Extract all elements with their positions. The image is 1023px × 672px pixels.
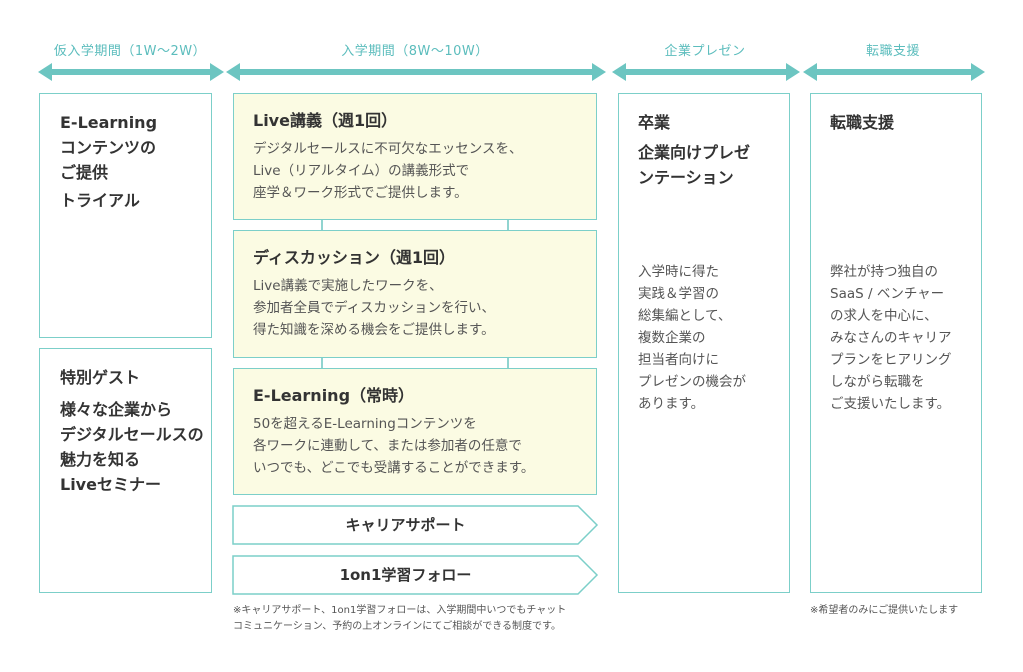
elearning-desc: 50を超えるE-Learningコンテンツを 各ワークに連動して、または参加者の… [253, 416, 535, 476]
trial-elearning-title: E-Learning コンテンツの ご提供 [60, 113, 158, 182]
phase-label-enrollment: 入学期間（8W〜10W） [341, 44, 489, 59]
career-change-title: 転職支援 [830, 113, 895, 132]
live-lecture-desc: デジタルセールスに不可欠なエッセンスを、 Live（リアルタイム）の講義形式で … [253, 141, 523, 201]
career-change-box: 転職支援 弊社が持つ独自の SaaS / ベンチャー の求人を中心に、 みなさん… [810, 93, 982, 593]
phase-label-trial: 仮入学期間（1W〜2W） [53, 44, 207, 59]
trial-elearning-subtitle: トライアル [60, 191, 140, 210]
presentation-title: 企業向けプレゼ ンテーション [638, 143, 751, 187]
timeline-arrow-presentation [612, 63, 800, 81]
trial-elearning-box: E-Learning コンテンツの ご提供 トライアル [39, 93, 212, 338]
phase-label-career: 転職支援 [865, 44, 920, 59]
support-note: ※キャリアサポート、1on1学習フォローは、入学期間中いつでもチャット コミュニ… [233, 605, 567, 632]
timeline-arrow-enrollment [226, 63, 606, 81]
discussion-title: ディスカッション（週1回） [253, 248, 456, 267]
elearning-title: E-Learning（常時） [253, 386, 415, 405]
career-support-label: キャリアサポート [345, 516, 466, 534]
elearning-box: E-Learning（常時） 50を超えるE-Learningコンテンツを 各ワ… [233, 368, 597, 495]
career-change-desc: 弊社が持つ独自の SaaS / ベンチャー の求人を中心に、 みなさんのキャリア… [830, 264, 952, 412]
phase-label-presentation: 企業プレゼン [664, 44, 746, 59]
live-lecture-title: Live講義（週1回） [253, 111, 398, 130]
special-guest-box: 特別ゲスト 様々な企業から デジタルセールスの 魅力を知る Liveセミナー [39, 348, 212, 593]
presentation-box: 卒業 企業向けプレゼ ンテーション 入学時に得た 実践＆学習の 総集編として、 … [618, 93, 790, 593]
presentation-desc: 入学時に得た 実践＆学習の 総集編として、 複数企業の 担当者向けに プレゼンの… [638, 264, 746, 412]
special-guest-title: 特別ゲスト [60, 368, 141, 387]
chevron-career-support [232, 505, 599, 545]
one-on-one-label: 1on1学習フォロー [339, 566, 472, 584]
timeline-arrow-career [803, 63, 985, 81]
timeline-arrow-trial [38, 63, 224, 81]
special-guest-desc: 様々な企業から デジタルセールスの 魅力を知る Liveセミナー [60, 400, 204, 494]
live-lecture-box: Live講義（週1回） デジタルセールスに不可欠なエッセンスを、 Live（リア… [233, 93, 597, 220]
career-change-note: ※希望者のみにご提供いたします [810, 605, 959, 616]
discussion-desc: Live講義で実施したワークを、 参加者全員でディスカッションを行い、 得た知識… [253, 278, 496, 338]
graduation-title: 卒業 [638, 113, 671, 132]
discussion-box: ディスカッション（週1回） Live講義で実施したワークを、 参加者全員でディス… [233, 230, 597, 358]
chevron-one-on-one [232, 555, 599, 595]
